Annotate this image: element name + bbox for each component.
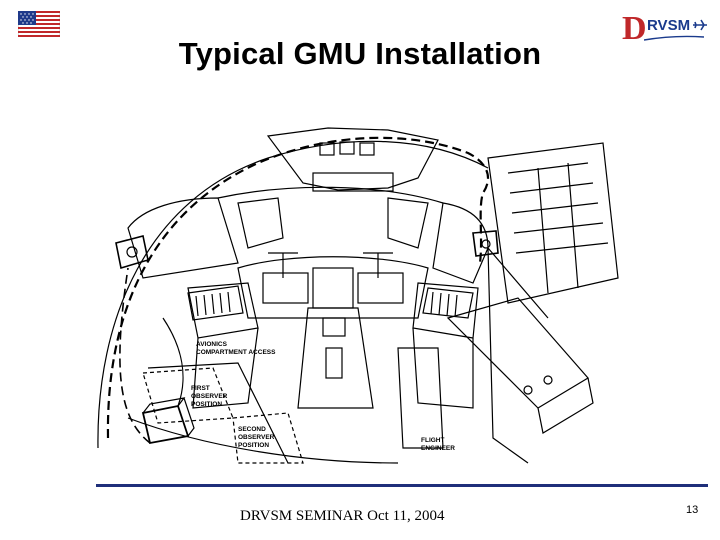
flight-engineer-seat [397,347,444,449]
footer-rule [96,484,708,487]
windshield-center-left [237,197,284,249]
label-second-line2: OBSERVER [238,434,275,441]
logo-text: RVSM [647,17,691,34]
slide-title: Typical GMU Installation [178,36,542,71]
airplane-icon [693,19,707,31]
label-second-line3: POSITION [238,442,269,449]
label-flight-line2: ENGINEER [421,445,455,452]
right-equipment-rack [422,287,474,319]
gmu-unit [141,404,190,445]
avionics-rack [187,285,244,321]
gmu-mount-right [472,230,499,257]
fuselage-outline [97,140,489,449]
logo-letter: D [622,10,647,47]
label-flight-line1: FLIGHT [421,437,444,444]
us-flag-icon [18,11,60,37]
windshield-right [432,202,489,284]
label-first-line1: FIRST [191,385,210,392]
glareshield [237,256,429,319]
logo-swoosh [644,35,704,41]
label-avionics-line1: AVIONICS [196,341,228,348]
wiring-run-dashed [106,136,490,439]
cockpit-installation-diagram: AVIONICS COMPARTMENT ACCESS FIRST OBSERV… [97,127,619,464]
page-number: 13 [686,504,699,516]
overhead-panel [266,127,439,191]
flight-engineer-panel [487,142,619,304]
label-first-line2: OBSERVER [191,393,228,400]
windshield-left [127,197,239,279]
label-second-line1: SECOND [238,426,266,433]
footer-text: DRVSM SEMINAR Oct 11, 2004 [240,508,445,524]
drvsm-logo: D RVSM [622,10,708,48]
windshield-center-right [387,197,429,249]
label-avionics-line2: COMPARTMENT ACCESS [196,349,276,356]
gmu-mount-left [115,235,149,270]
second-observer-position [232,412,304,464]
center-pedestal [297,307,374,409]
label-first-line3: POSITION [191,401,222,408]
